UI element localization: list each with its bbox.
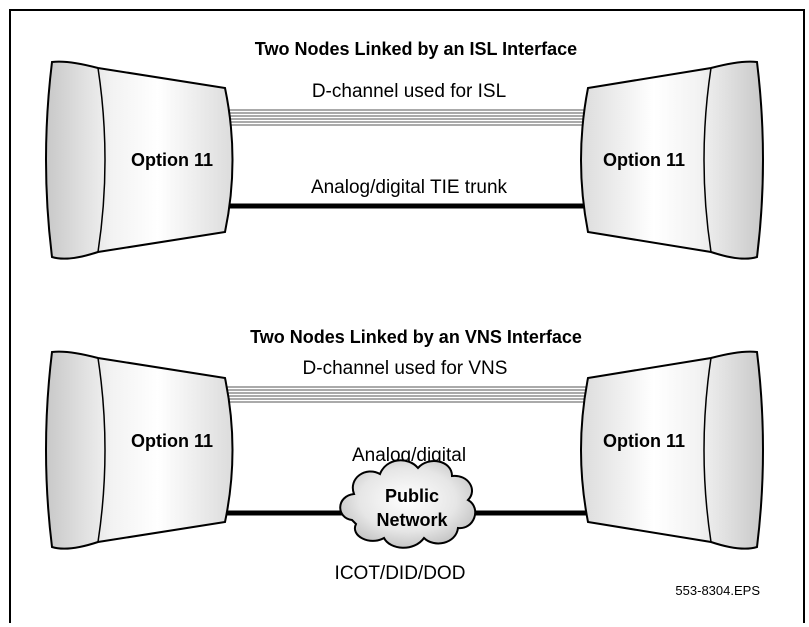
figure-frame bbox=[9, 9, 805, 623]
vns-title: Two Nodes Linked by an VNS Interface bbox=[250, 327, 582, 347]
isl-trunk-label: Analog/digital TIE trunk bbox=[311, 177, 508, 198]
cloud-label-line2: Network bbox=[376, 510, 448, 530]
vns-bottom-label: ICOT/DID/DOD bbox=[335, 563, 466, 584]
vns-right-node bbox=[580, 350, 764, 550]
isl-d-channel-lines bbox=[215, 109, 598, 126]
isl-d-channel-label: D-channel used for ISL bbox=[312, 81, 506, 102]
public-network-cloud-icon bbox=[339, 459, 477, 549]
vns-d-channel-lines bbox=[215, 386, 598, 403]
vns-left-node-label: Option 11 bbox=[131, 431, 213, 451]
isl-left-node bbox=[45, 60, 234, 260]
cloud-label-line1: Public bbox=[385, 486, 439, 506]
isl-left-node-label: Option 11 bbox=[131, 150, 213, 170]
figure-reference: 553-8304.EPS bbox=[675, 583, 760, 598]
isl-title: Two Nodes Linked by an ISL Interface bbox=[255, 39, 577, 59]
vns-left-node bbox=[45, 350, 234, 550]
vns-right-node-label: Option 11 bbox=[603, 431, 685, 451]
vns-d-channel-label: D-channel used for VNS bbox=[303, 358, 508, 379]
isl-right-node-label: Option 11 bbox=[603, 150, 685, 170]
isl-right-node bbox=[580, 60, 764, 260]
